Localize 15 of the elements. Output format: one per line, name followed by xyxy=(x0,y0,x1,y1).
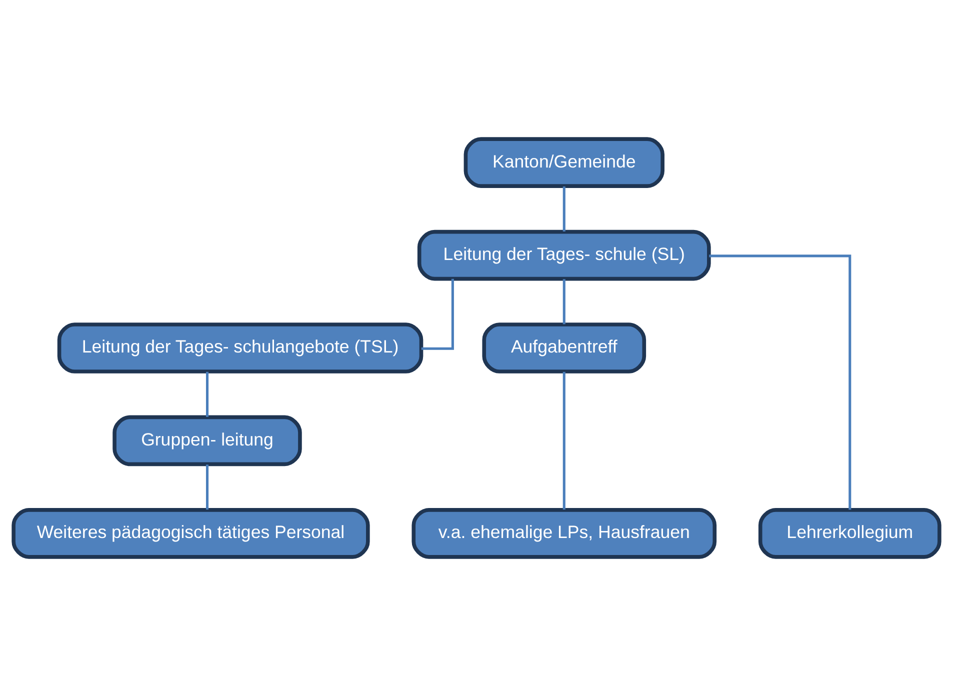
node-box: Lehrerkollegium xyxy=(758,508,942,559)
connector xyxy=(206,464,209,510)
connector xyxy=(562,372,566,510)
connector xyxy=(709,254,852,510)
connector xyxy=(421,278,454,350)
node-box: v.a. ehemalige LPs, Hausfrauen xyxy=(412,508,717,559)
node-box: Gruppen- leitung xyxy=(112,415,302,466)
node-box: Leitung der Tages- schule (SL) xyxy=(417,230,711,281)
connector xyxy=(562,279,566,324)
node-box: Leitung der Tages- schulangebote (TSL) xyxy=(57,322,424,374)
node-box: Weiteres pädagogisch tätiges Personal xyxy=(12,508,370,559)
node-box: Aufgabentreff xyxy=(482,322,646,374)
node-box: Kanton/Gemeinde xyxy=(464,137,664,188)
connector xyxy=(562,186,566,232)
connector xyxy=(206,372,209,417)
